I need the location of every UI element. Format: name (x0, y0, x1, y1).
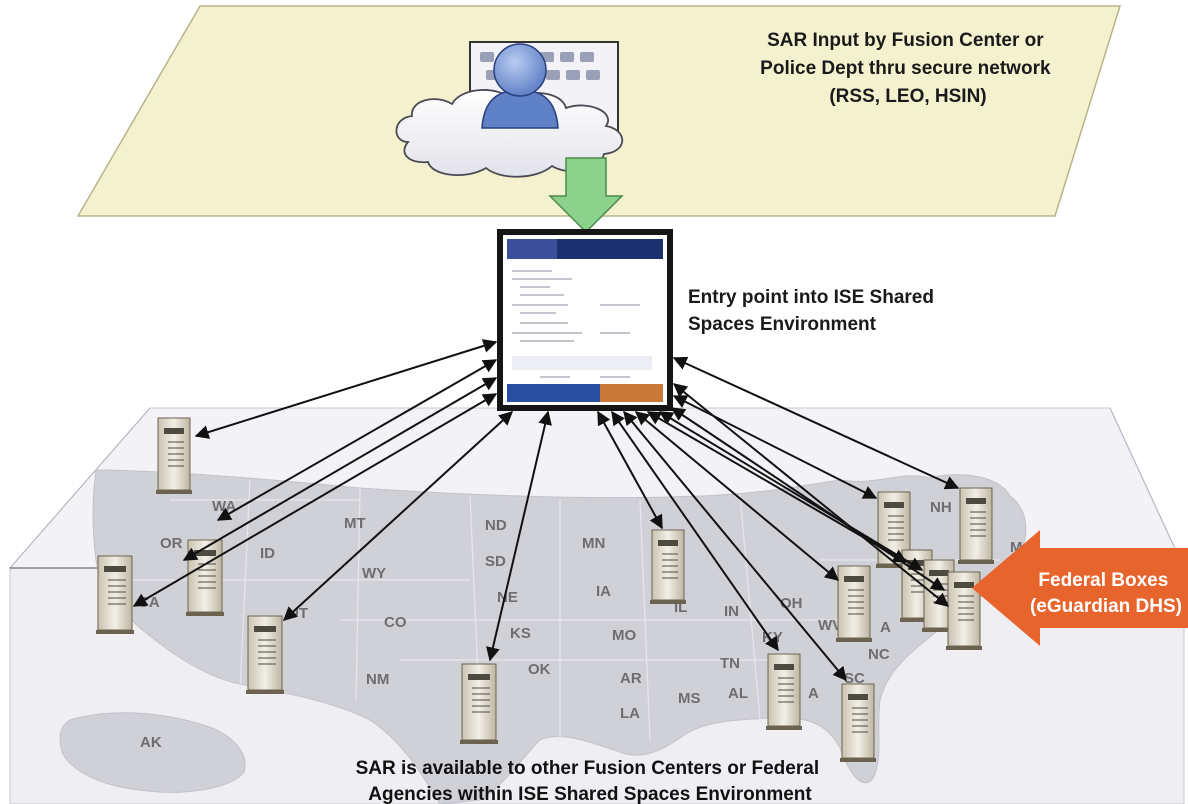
entry-point-screen (497, 229, 673, 411)
network-cloud (395, 89, 624, 178)
user-person-icon (481, 43, 559, 129)
server-box (840, 683, 876, 762)
server-box (156, 417, 192, 494)
state-label-mn: MN (582, 535, 605, 552)
state-label-id: ID (260, 545, 275, 562)
state-label-nh: NH (930, 499, 952, 516)
state-label-ms: MS (678, 690, 701, 707)
connection-arrow (282, 411, 514, 621)
alaska-map (59, 712, 246, 793)
server-box (460, 663, 498, 744)
state-label-ok: OK (528, 661, 551, 678)
state-label-mo: MO (612, 627, 636, 644)
server-box (96, 555, 134, 634)
state-label-ia: IA (596, 583, 611, 600)
connection-arrow (672, 356, 960, 490)
state-label-a2: A (880, 619, 891, 636)
server-box (186, 539, 224, 616)
server-box (836, 565, 872, 642)
state-label-sc: SC (844, 670, 865, 687)
server-box (958, 487, 994, 564)
server-box (650, 529, 686, 604)
state-label-ne: NE (497, 589, 518, 606)
state-label-nm: NM (366, 671, 389, 688)
federal-arrow-icon (972, 530, 1188, 646)
connection-arrows (132, 339, 960, 682)
server-box (246, 615, 284, 694)
input-label: SAR Input by Fusion Center or Police Dep… (760, 30, 1056, 107)
state-label-a1: A (808, 685, 819, 702)
connection-arrow (486, 410, 552, 662)
state-label-nd: ND (485, 517, 507, 534)
server-box (946, 571, 982, 650)
state-label-or: OR (160, 535, 183, 552)
state-label-in: IN (724, 603, 739, 620)
state-label-al: AL (728, 685, 748, 702)
state-label-la: LA (620, 705, 640, 722)
state-label-ks: KS (510, 625, 531, 642)
state-label-sd: SD (485, 553, 506, 570)
state-label-tn: TN (720, 655, 740, 672)
bottom-caption: SAR is available to other Fusion Centers… (356, 758, 825, 804)
state-label-mt: MT (344, 515, 366, 532)
federal-boxes-callout: Federal Boxes (eGuardian DHS) (972, 530, 1188, 646)
entry-point-label: Entry point into ISE Shared Spaces Envir… (688, 287, 939, 335)
state-label-ar: AR (620, 670, 642, 687)
state-label-nc: NC (868, 646, 890, 663)
state-label-co: CO (384, 614, 407, 631)
federal-label: Federal Boxes (eGuardian DHS) (1030, 570, 1182, 617)
state-label-ak: AK (140, 734, 162, 751)
input-flow-arrow (548, 157, 624, 234)
server-box (766, 653, 802, 730)
state-label-wy: WY (362, 565, 386, 582)
